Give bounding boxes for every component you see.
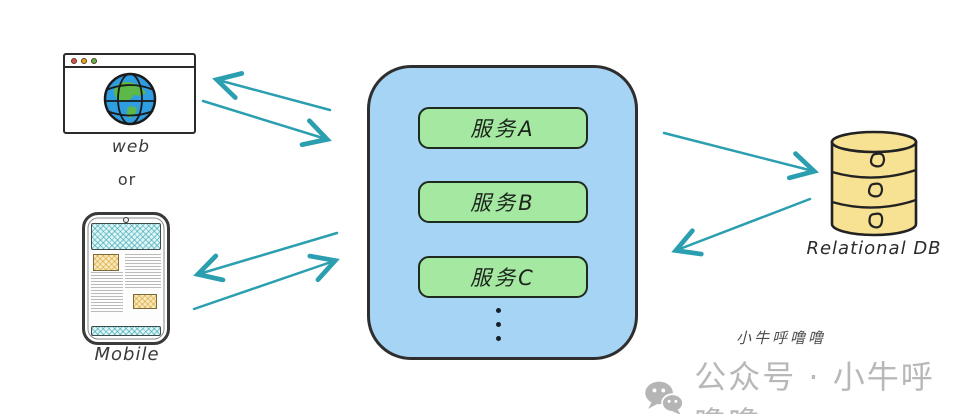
service-b-node: 服务B	[418, 181, 588, 223]
phone-image-block	[133, 294, 157, 309]
phone-text-block	[125, 254, 161, 288]
wechat-account-row: 公众号 · 小牛呼噜噜	[644, 352, 964, 414]
mobile-label: Mobile	[94, 344, 160, 365]
signature-watermark: 小牛呼噜噜	[735, 329, 826, 347]
traffic-light-green-icon	[91, 57, 97, 64]
service-a-node: 服务A	[418, 107, 588, 149]
ellipsis-dots	[496, 308, 501, 341]
arrow-db-to-box	[671, 197, 812, 257]
arrow-box-to-db	[662, 131, 819, 181]
phone-hero-block	[91, 223, 161, 250]
arrow-box-to-mobile	[193, 231, 339, 283]
database-icon	[820, 126, 930, 242]
arrow-web-to-box	[201, 99, 332, 148]
traffic-light-yellow-icon	[81, 57, 87, 64]
browser-titlebar	[65, 55, 194, 68]
wechat-icon	[645, 381, 684, 414]
mobile-phone-icon	[82, 212, 170, 345]
arrow-mobile-to-box	[192, 253, 340, 311]
phone-text-block	[91, 272, 123, 312]
wechat-account-label: 公众号 · 小牛呼噜噜	[694, 358, 935, 414]
phone-image-block	[93, 254, 119, 271]
globe-icon	[103, 72, 156, 126]
service-c-node: 服务C	[418, 256, 588, 298]
traffic-light-red-icon	[71, 57, 77, 64]
browser-content	[65, 68, 194, 130]
phone-body	[91, 254, 161, 326]
services-container-box: 服务A 服务B 服务C	[367, 65, 638, 360]
phone-camera-dot	[123, 217, 129, 223]
arrow-box-to-web	[212, 71, 332, 112]
database-label: Relational DB	[806, 238, 942, 259]
or-label: or	[117, 170, 137, 189]
browser-window	[63, 53, 196, 134]
web-label: web	[111, 137, 151, 157]
phone-footer-block	[91, 326, 161, 336]
